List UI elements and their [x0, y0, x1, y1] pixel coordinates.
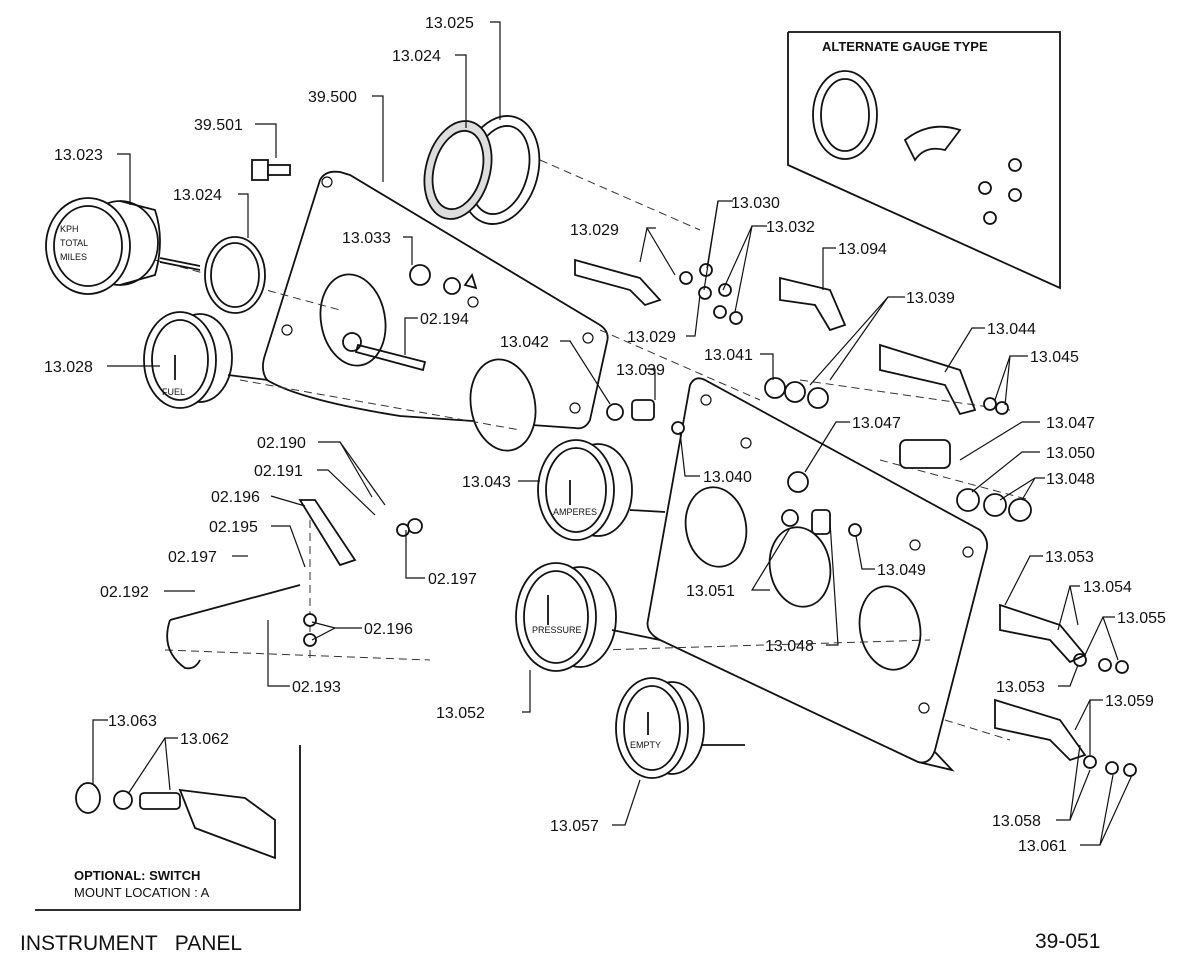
assembly-lines — [154, 159, 1031, 741]
callout-13-053-bottom: 13.053 — [996, 679, 1045, 696]
callout-13-094: 13.094 — [838, 241, 887, 258]
callout-13-029-bottom: 13.029 — [627, 329, 676, 346]
callout-02-197-right: 02.197 — [428, 571, 477, 588]
callout-13-030: 13.030 — [731, 195, 780, 212]
callout-13-052: 13.052 — [436, 705, 485, 722]
gauge-13-023: KPH TOTAL MILES — [45, 197, 201, 295]
brackets — [166, 258, 1087, 762]
gauge-13-028-face: FUEL — [162, 387, 185, 397]
diagram-title: INSTRUMENT PANEL — [20, 932, 242, 955]
callout-13-045: 13.045 — [1030, 349, 1079, 366]
page-number: 39-051 — [1035, 930, 1100, 953]
callout-13-063: 13.063 — [108, 713, 157, 730]
callout-13-057: 13.057 — [550, 818, 599, 835]
callout-13-044: 13.044 — [987, 321, 1036, 338]
callout-13-059: 13.059 — [1105, 693, 1154, 710]
left-panel-plate — [262, 170, 609, 452]
callout-13-049: 13.049 — [877, 562, 926, 579]
bolt-39-501 — [251, 159, 291, 181]
gauge-13-043: AMPERES — [537, 439, 666, 541]
inset-optional-switch: OPTIONAL: SWITCH MOUNT LOCATION : A — [35, 745, 301, 911]
inset-optional-switch-title: OPTIONAL: SWITCH — [74, 868, 200, 883]
callout-13-023: 13.023 — [54, 147, 103, 164]
callout-02-191: 02.191 — [254, 463, 303, 480]
gauge-13-052: PRESSURE — [515, 562, 661, 672]
switch-02-194 — [342, 332, 427, 372]
callout-13-041: 13.041 — [704, 347, 753, 364]
callout-13-054: 13.054 — [1083, 579, 1132, 596]
callout-02-196-bottom: 02.196 — [364, 621, 413, 638]
gauge-13-043-face: AMPERES — [553, 507, 597, 517]
callout-02-190: 02.190 — [257, 435, 306, 452]
callout-13-048-right: 13.048 — [1046, 471, 1095, 488]
callout-13-061: 13.061 — [1018, 838, 1067, 855]
gauge-13-052-face: PRESSURE — [532, 625, 582, 635]
callout-13-043: 13.043 — [462, 474, 511, 491]
callout-02-197-left: 02.197 — [168, 549, 217, 566]
callout-leaders — [92, 21, 1133, 846]
callout-13-055: 13.055 — [1117, 610, 1166, 627]
callout-13-048-center: 13.048 — [765, 638, 814, 655]
gauge-13-028: FUEL — [143, 311, 269, 409]
callout-13-040: 13.040 — [703, 469, 752, 486]
right-panel-plate — [646, 377, 989, 772]
callout-13-025: 13.025 — [425, 15, 474, 32]
callout-13-053-top: 13.053 — [1045, 549, 1094, 566]
gauge-13-023-face-line-1: KPH — [60, 224, 79, 234]
inset-alternate-gauge-title: ALTERNATE GAUGE TYPE — [822, 39, 988, 54]
callout-02-193: 02.193 — [292, 679, 341, 696]
inset-optional-switch-subtitle: MOUNT LOCATION : A — [74, 885, 210, 900]
callout-02-194: 02.194 — [420, 311, 469, 328]
gauge-13-057: EMPTY — [615, 677, 745, 779]
callout-13-028: 13.028 — [44, 359, 93, 376]
callout-02-196-top: 02.196 — [211, 489, 260, 506]
callout-13-033: 13.033 — [342, 230, 391, 247]
callout-13-032: 13.032 — [766, 219, 815, 236]
inset-alternate-gauge: ALTERNATE GAUGE TYPE — [787, 31, 1061, 290]
gasket-13-024-left-inner — [210, 242, 260, 308]
callout-13-047-right: 13.047 — [1046, 415, 1095, 432]
callout-13-042: 13.042 — [500, 334, 549, 351]
callout-13-024-top: 13.024 — [392, 48, 441, 65]
callout-13-047-center: 13.047 — [852, 415, 901, 432]
callout-02-192: 02.192 — [100, 584, 149, 601]
callout-13-024-left: 13.024 — [173, 187, 222, 204]
callout-39-500: 39.500 — [308, 89, 357, 106]
callout-13-029-top: 13.029 — [570, 222, 619, 239]
gauge-13-023-face-line-3: MILES — [60, 252, 87, 262]
gauge-13-023-face-line-2: TOTAL — [60, 238, 88, 248]
callout-13-051: 13.051 — [686, 583, 735, 600]
callout-39-501: 39.501 — [194, 117, 243, 134]
callout-13-062: 13.062 — [180, 731, 229, 748]
callout-02-195: 02.195 — [209, 519, 258, 536]
callout-13-039-right: 13.039 — [906, 290, 955, 307]
small-hardware — [303, 263, 1137, 777]
callout-13-050: 13.050 — [1046, 445, 1095, 462]
bezel-13-024-13-025 — [423, 115, 541, 225]
indicator-13-033 — [409, 264, 478, 295]
callout-13-039-left: 13.039 — [616, 362, 665, 379]
gauge-13-057-face: EMPTY — [630, 740, 661, 750]
callout-labels: 13.025 13.024 39.500 39.501 13.023 13.02… — [44, 15, 1166, 855]
callout-13-058: 13.058 — [992, 813, 1041, 830]
